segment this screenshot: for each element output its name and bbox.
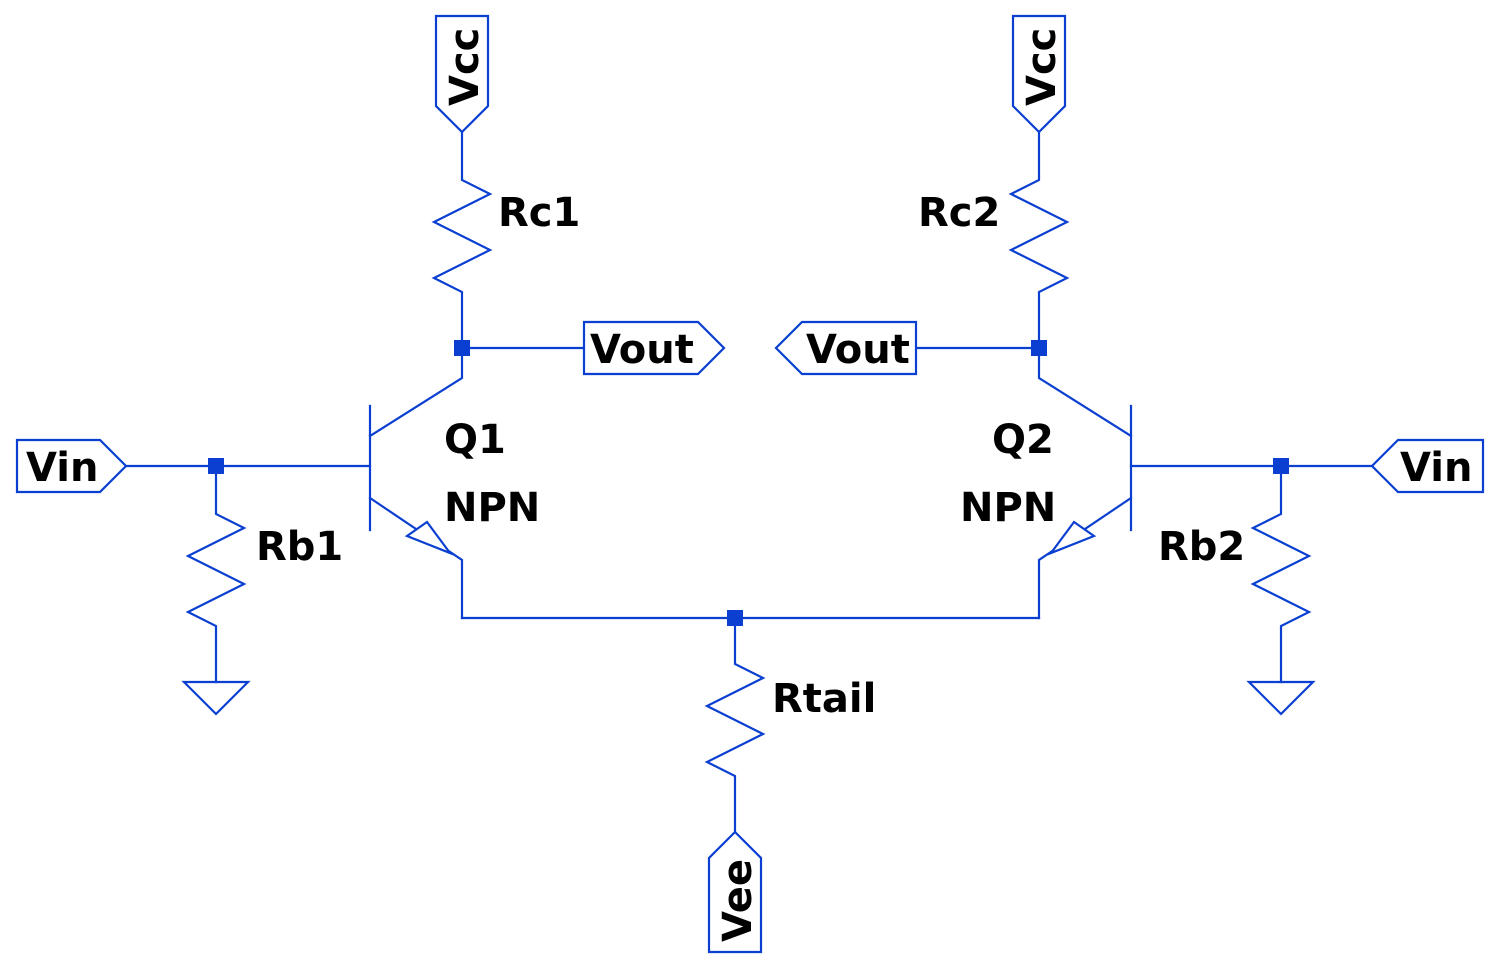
vout-port-right xyxy=(774,320,918,376)
vin-label-right: Vin xyxy=(1400,445,1472,491)
vcc-label-right: Vcc xyxy=(1019,28,1065,106)
rtail-label: Rtail xyxy=(772,676,876,722)
vcc-port-right xyxy=(1011,14,1067,134)
rtail-resistor xyxy=(704,616,766,834)
junction-vout-right xyxy=(1031,340,1047,356)
vout-label-left: Vout xyxy=(590,327,694,373)
vee-port xyxy=(707,830,763,954)
q2-label: Q2 xyxy=(992,417,1054,463)
junction-tail xyxy=(727,610,743,626)
ground-icon-left xyxy=(181,680,251,716)
junction-base-left xyxy=(208,458,224,474)
q1-label: Q1 xyxy=(444,417,506,463)
vin-label-left: Vin xyxy=(26,445,98,491)
vcc-label-left: Vcc xyxy=(442,28,488,106)
vin-port-left xyxy=(15,438,128,494)
rb1-label: Rb1 xyxy=(256,524,343,570)
vcc-port-left xyxy=(434,14,490,134)
vout-label-right: Vout xyxy=(806,327,910,373)
rc2-resistor xyxy=(1008,130,1070,350)
rc1-label: Rc1 xyxy=(498,190,580,236)
q2-transistor xyxy=(1037,346,1133,620)
q1-transistor xyxy=(368,346,464,620)
junction-base-right xyxy=(1273,458,1289,474)
q1-type-label: NPN xyxy=(444,485,540,531)
rb1-resistor xyxy=(185,464,247,684)
vin-port-right xyxy=(1370,438,1485,494)
rc2-label: Rc2 xyxy=(918,190,1000,236)
vee-label: Vee xyxy=(715,859,761,942)
junction-vout-left xyxy=(454,340,470,356)
rb2-resistor xyxy=(1250,464,1312,684)
vout-port-left xyxy=(582,320,726,376)
rc1-resistor xyxy=(431,130,493,350)
q2-type-label: NPN xyxy=(960,485,1056,531)
ground-icon-right xyxy=(1246,680,1316,716)
rb2-label: Rb2 xyxy=(1158,524,1245,570)
